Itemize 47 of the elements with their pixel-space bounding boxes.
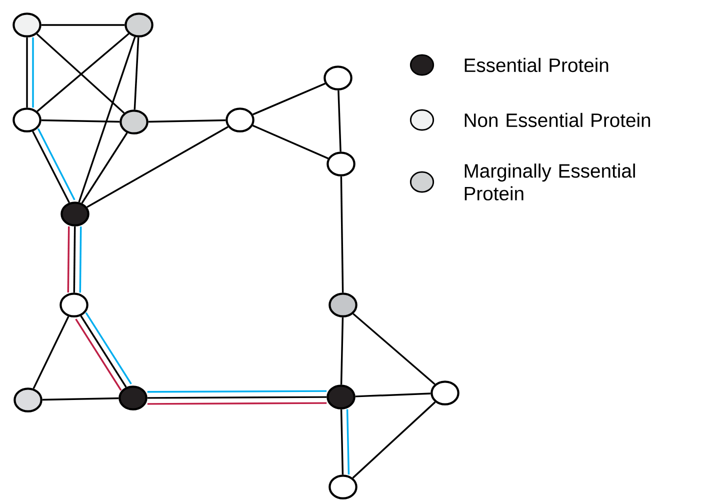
protein-node	[118, 386, 148, 410]
interaction-line	[78, 36, 136, 202]
interaction-line	[32, 316, 70, 389]
legend-label: Marginally Essential Protein	[464, 164, 635, 200]
path-line	[147, 402, 327, 405]
interaction-line	[134, 37, 140, 110]
path-line	[147, 390, 327, 393]
interaction-line	[340, 409, 344, 475]
interaction-line	[86, 126, 228, 208]
interaction-line	[81, 132, 128, 204]
path-line	[32, 37, 34, 108]
interaction-line	[252, 82, 326, 116]
path-line	[346, 409, 350, 474]
interaction-line	[147, 396, 327, 399]
protein-node	[60, 202, 90, 226]
protein-node	[14, 388, 42, 412]
protein-node	[124, 12, 154, 38]
interaction-line	[352, 313, 436, 385]
protein-node	[326, 384, 356, 410]
interaction-line	[355, 392, 431, 398]
interaction-line	[252, 124, 328, 160]
protein-node	[120, 110, 148, 134]
protein-node	[12, 12, 42, 38]
protein-node	[12, 108, 42, 132]
legend-label: Non Essential Protein	[464, 112, 650, 128]
interaction-line	[340, 176, 344, 293]
interaction-line	[352, 401, 436, 479]
legend-label: Essential Protein	[464, 58, 608, 72]
interaction-line	[340, 317, 344, 385]
interaction-line	[42, 397, 119, 401]
protein-node	[60, 292, 88, 318]
interaction-line	[26, 37, 28, 108]
interaction-line	[41, 24, 125, 26]
interaction-line	[73, 226, 76, 293]
protein-node	[226, 108, 254, 132]
protein-node	[430, 380, 460, 406]
path-line	[37, 128, 76, 200]
interaction-line	[338, 90, 342, 152]
protein-node	[328, 292, 358, 318]
protein-node	[328, 474, 358, 500]
protein-node	[324, 66, 352, 90]
interaction-line	[148, 119, 226, 123]
path-line	[67, 226, 70, 293]
interaction-line	[41, 119, 120, 123]
path-line	[79, 226, 82, 293]
interaction-line	[32, 130, 70, 204]
protein-node	[326, 152, 356, 176]
